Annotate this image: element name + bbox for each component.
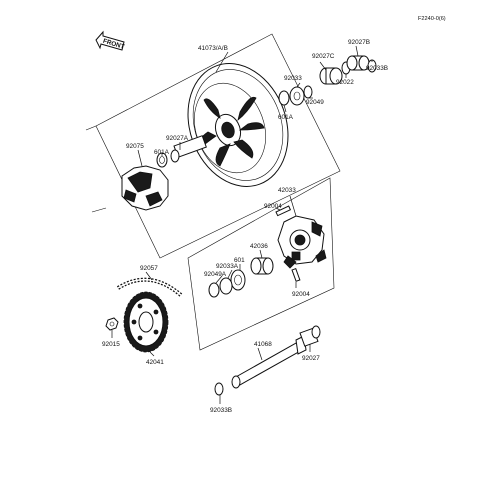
bearing-601 — [230, 269, 246, 291]
collar-92027C — [319, 67, 343, 85]
bearing-601A-top — [278, 90, 290, 106]
drive-chain-92057 — [116, 277, 184, 298]
drawing-code: F2240-0(6) — [418, 16, 446, 22]
label-92075: 92075 — [126, 143, 144, 150]
leader-lines — [111, 45, 373, 404]
label-92049A: 92049A — [204, 271, 227, 278]
label-92027: 92027 — [302, 355, 320, 362]
seal-92033A — [219, 277, 233, 295]
front-arrow-icon: FRONT — [95, 30, 125, 51]
label-92027A: 92027A — [166, 135, 189, 142]
sleeve-92027A — [170, 135, 207, 163]
seal-92049A — [208, 282, 220, 298]
label-92004-top: 92004 — [264, 203, 282, 210]
label-601: 601 — [234, 257, 245, 264]
bearing-92033 — [289, 86, 305, 106]
label-92015: 92015 — [102, 341, 120, 348]
sprocket-42041 — [123, 291, 169, 353]
label-42041: 42041 — [146, 359, 164, 366]
label-41068: 41068 — [254, 341, 272, 348]
label-601A-left: 601A — [154, 149, 170, 156]
label-92033A: 92033A — [216, 263, 239, 270]
stud-92004-bottom — [291, 267, 301, 282]
label-92027C: 92027C — [312, 53, 335, 60]
outline-tick-left — [85, 125, 97, 131]
label-92027B: 92027B — [348, 39, 370, 46]
coupling-42033 — [277, 215, 327, 269]
label-42033: 42033 — [278, 187, 296, 194]
label-42036: 42036 — [250, 243, 268, 250]
hub-damper-92075 — [121, 165, 169, 211]
label-92033B-bottom: 92033B — [210, 407, 232, 414]
label-92022: 92022 — [336, 79, 354, 86]
outline-tick-left-lower — [91, 207, 107, 213]
collar-92027B — [346, 55, 370, 71]
label-92033B-top: 92033B — [366, 65, 388, 72]
wheel-assembly-outline — [95, 33, 341, 259]
seal-92049 — [303, 85, 313, 99]
sleeve-42036 — [250, 257, 274, 275]
nut-92015 — [105, 317, 119, 331]
label-41073: 41073/A/B — [198, 45, 228, 52]
label-92049: 92049 — [306, 99, 324, 106]
wheel-rim — [187, 63, 289, 187]
label-601A-top: 601A — [278, 114, 294, 121]
coupling-assembly-outline — [187, 177, 335, 351]
collar-92027 — [299, 325, 321, 347]
label-92004-bottom: 92004 — [292, 291, 310, 298]
label-92033: 92033 — [284, 75, 302, 82]
stud-92004-top — [275, 205, 292, 217]
front-label: FRONT — [102, 38, 125, 51]
label-92057: 92057 — [140, 265, 158, 272]
circlip-92033B-bottom — [214, 382, 224, 396]
